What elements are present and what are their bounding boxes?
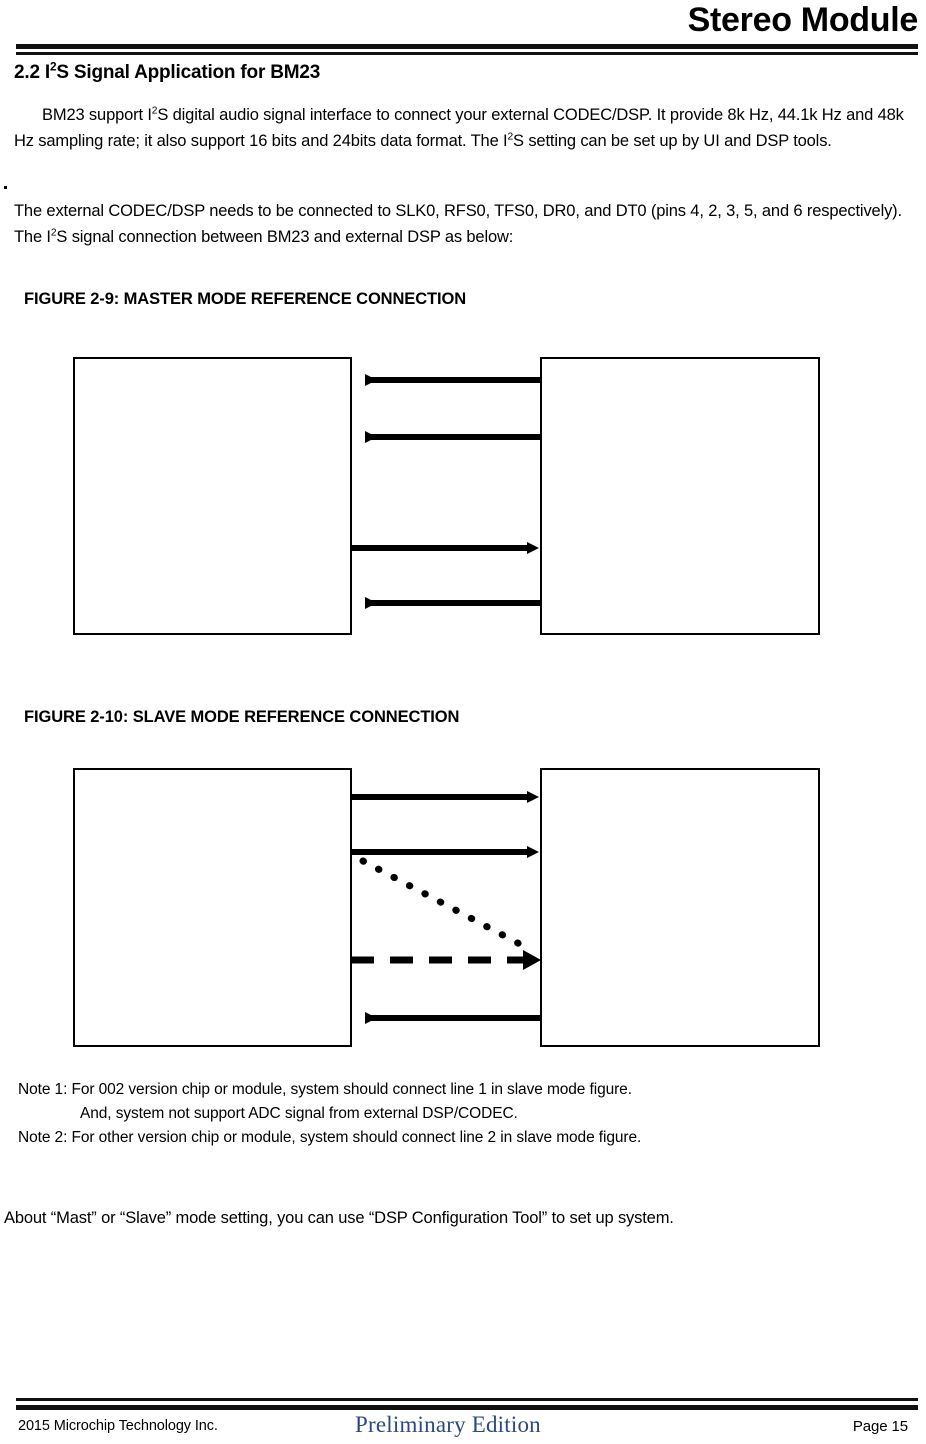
note-1: Note 1: For 002 version chip or module, …	[18, 1081, 632, 1098]
footer-edition: Preliminary Edition	[355, 1412, 541, 1437]
figure-caption-master: FIGURE 2-9: MASTER MODE REFERENCE CONNEC…	[24, 290, 467, 308]
section-heading: 2.2 I2S Signal Application for BM23	[14, 60, 321, 84]
external-text-2: S signal connection between BM23 and ext…	[56, 228, 514, 246]
intro-superscript-1: 2	[151, 105, 158, 117]
section-title-post: S Signal Application for BM23	[56, 62, 321, 83]
page-header: Stereo Module	[0, 0, 926, 56]
paragraph-intro: BM23 support I2S digital audio signal in…	[14, 102, 914, 154]
slave-left-box	[73, 768, 352, 1047]
header-divider-thick	[16, 44, 918, 49]
footer-divider-thin	[16, 1398, 918, 1401]
intro-text-2: S digital audio signal interface to conn…	[14, 106, 904, 150]
external-superscript: 2	[50, 227, 57, 239]
header-divider-thin	[16, 52, 918, 55]
stray-mark	[4, 186, 7, 189]
figure-master-mode-diagram	[73, 357, 820, 635]
intro-text-3: S setting can be set up by UI and DSP to…	[513, 132, 832, 150]
slave-connection-line-1-dotted	[359, 857, 535, 954]
notes-block: Note 1: For 002 version chip or module, …	[18, 1078, 898, 1150]
master-left-box	[73, 357, 352, 635]
note-2: Note 2: For other version chip or module…	[18, 1129, 642, 1146]
section-title-superscript: 2	[50, 60, 57, 74]
slave-right-box	[540, 768, 820, 1047]
section-number: 2.2	[14, 62, 40, 83]
note-1-continuation: And, system not support ADC signal from …	[80, 1105, 518, 1122]
section-title-pre: I	[44, 62, 51, 83]
paragraph-external-codec: The external CODEC/DSP needs to be conne…	[14, 198, 904, 250]
page-title: Stereo Module	[687, 1, 919, 39]
footer-divider-thick	[16, 1405, 918, 1410]
paragraph-closing: About “Mast” or “Slave” mode setting, yo…	[4, 1209, 674, 1227]
footer-page-number: Page 15	[852, 1418, 908, 1435]
intro-text-1: BM23 support I	[42, 106, 152, 124]
figure-caption-slave: FIGURE 2-10: SLAVE MODE REFERENCE CONNEC…	[24, 708, 460, 726]
external-text-1: The external CODEC/DSP needs to be conne…	[14, 202, 902, 246]
intro-superscript-2: 2	[507, 131, 514, 143]
footer-copyright: 2015 Microchip Technology Inc.	[18, 1418, 218, 1434]
master-right-box	[540, 357, 820, 635]
figure-slave-mode-diagram	[73, 768, 820, 1047]
